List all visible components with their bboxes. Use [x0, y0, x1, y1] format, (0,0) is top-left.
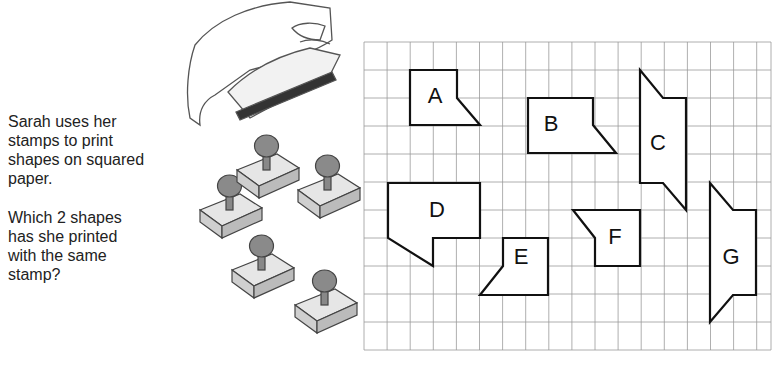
- shape-letter: G: [722, 246, 739, 268]
- shape-polygon: [710, 183, 756, 322]
- stamp-shape: G: [710, 183, 756, 322]
- stamp-shape: C: [640, 70, 686, 210]
- stamp-shape: A: [410, 70, 480, 125]
- shape-polygon: [480, 238, 548, 295]
- grid-line: [595, 42, 596, 350]
- shape-letter: E: [514, 246, 529, 268]
- shape-letter: D: [429, 199, 445, 221]
- question-text: Which 2 shapes has she printed with the …: [8, 208, 148, 284]
- grid-line: [771, 42, 772, 350]
- stamp-shape: D: [388, 183, 480, 266]
- shape-outline: [388, 183, 480, 266]
- shape-polygon: [640, 70, 686, 210]
- shape-outline: [528, 98, 616, 153]
- shape-polygon: [388, 183, 480, 266]
- grid-line: [618, 42, 619, 350]
- shape-polygon: [573, 210, 640, 266]
- grid-line: [364, 42, 771, 43]
- shape-polygon: [410, 70, 480, 125]
- shape-outline: [573, 210, 640, 266]
- grid-line: [733, 42, 734, 350]
- question-text: Sarah uses her stamps to print shapes on…: [8, 112, 148, 188]
- grid-line: [364, 42, 365, 350]
- shape-outline: [410, 70, 480, 125]
- stamp-shape: F: [573, 210, 640, 266]
- shape-letter: A: [428, 85, 443, 107]
- shape-letter: F: [608, 226, 621, 248]
- stamp-shape: B: [528, 98, 616, 153]
- grid-line: [548, 42, 549, 350]
- shape-polygon: [528, 98, 616, 153]
- grid-line: [502, 42, 503, 350]
- grid-line: [525, 42, 526, 350]
- grid-line: [571, 42, 572, 350]
- shape-letter: B: [544, 113, 559, 135]
- stamp-shape: E: [480, 238, 548, 295]
- grid-line: [664, 42, 665, 350]
- grid-line: [364, 350, 771, 351]
- grid-line: [756, 42, 757, 350]
- shape-letter: C: [650, 132, 666, 154]
